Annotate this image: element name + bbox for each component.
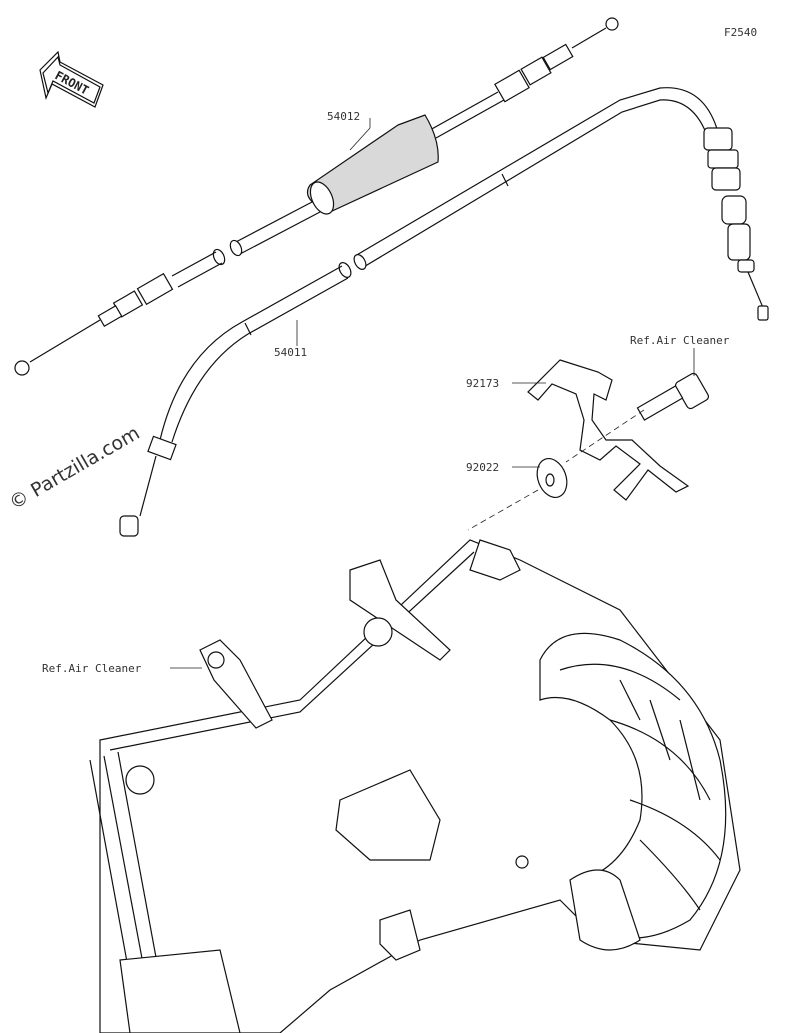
front-arrow-icon: FRONT	[39, 50, 104, 108]
ref-label-air-cleaner-housing: Ref.Air Cleaner	[42, 662, 142, 675]
part-label-54011: 54011	[274, 346, 307, 359]
part-label-54012: 54012	[327, 110, 360, 123]
ref-label-air-cleaner-bolt: Ref.Air Cleaner	[630, 334, 730, 347]
air-cleaner-housing	[89, 539, 741, 1033]
throttle-cable-54012[interactable]	[14, 17, 619, 376]
bolt[interactable]	[636, 372, 710, 421]
part-label-92173: 92173	[466, 377, 499, 390]
bracket-92173[interactable]	[527, 359, 690, 501]
watermark: © Partzilla.com	[6, 422, 144, 514]
part-label-92022: 92022	[466, 461, 499, 474]
figure-code: F2540	[724, 26, 757, 39]
washer-92022[interactable]	[532, 454, 572, 501]
throttle-cable-54011[interactable]	[119, 87, 769, 537]
